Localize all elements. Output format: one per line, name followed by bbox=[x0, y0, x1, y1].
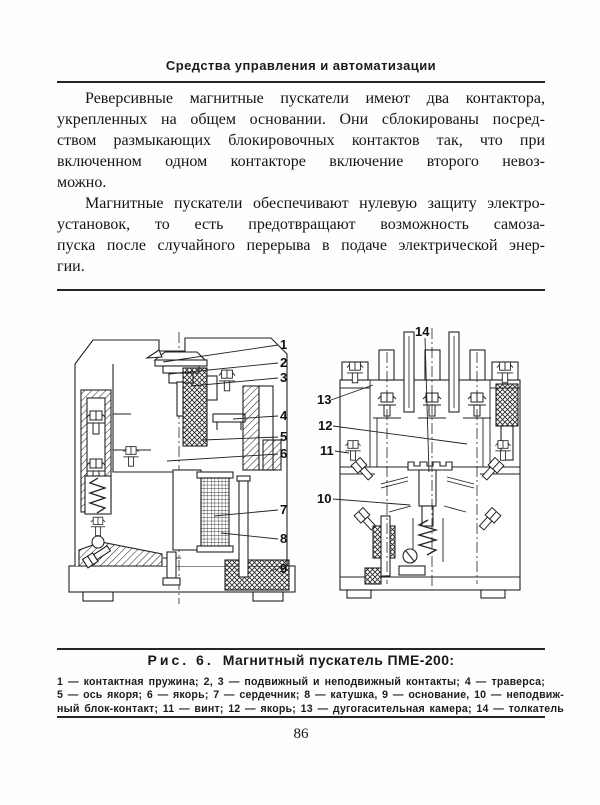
callout-label: 12 bbox=[318, 418, 332, 433]
caption-rule bbox=[57, 648, 545, 650]
callout-label: 6 bbox=[280, 446, 287, 461]
running-head: Средства управления и автоматизации bbox=[165, 58, 437, 73]
header-rule bbox=[57, 81, 545, 83]
body-text-line: укрепленных на общем основании. Они сбло… bbox=[57, 111, 545, 128]
legend-line: 1 — контактная пружина; 2, 3 — подвижный… bbox=[57, 676, 545, 688]
callout-label: 10 bbox=[317, 491, 331, 506]
figure-pme200: 1 2 3 4 5 6 7 8 9 bbox=[57, 322, 545, 614]
body-text-line: можно. bbox=[57, 174, 107, 191]
body-text: Реверсивные магнитные пускатели имеют дв… bbox=[57, 88, 545, 277]
body-text-line: ством размыкающих блокировочных контакто… bbox=[57, 132, 545, 149]
callout-label: 14 bbox=[415, 324, 430, 339]
body-text-line: пуска после случайного перерыва в подаче… bbox=[57, 237, 545, 254]
callout-label: 3 bbox=[280, 370, 287, 385]
left-callout-labels: 1 2 3 4 5 6 7 8 9 bbox=[280, 337, 288, 576]
legend-line: 5 — ось якоря; 6 — якорь; 7 — сердечник;… bbox=[57, 689, 564, 702]
figure-legend: 1 — контактная пружина; 2, 3 — подвижный… bbox=[57, 676, 564, 716]
callout-label: 2 bbox=[280, 355, 287, 370]
callout-label: 5 bbox=[280, 429, 287, 444]
page-number: 86 bbox=[293, 726, 309, 742]
left-cross-section-drawing: 1 2 3 4 5 6 7 8 9 bbox=[68, 332, 296, 604]
body-text-line: Магнитные пускатели обеспечивают нулевую… bbox=[85, 195, 545, 212]
body-text-line: Реверсивные магнитные пускатели имеют дв… bbox=[85, 90, 545, 107]
callout-label: 9 bbox=[280, 561, 287, 576]
callout-leader-lines bbox=[330, 337, 468, 506]
figure-caption-title: Магнитный пускатель ПМЕ-200: bbox=[222, 652, 455, 668]
callout-label: 7 bbox=[280, 502, 287, 517]
body-text-line: включенном одном контакторе включение вт… bbox=[57, 153, 545, 170]
callout-label: 1 bbox=[280, 337, 287, 352]
legend-line: ный блок-контакт; 11 — винт; 12 — якорь;… bbox=[57, 702, 564, 715]
body-text-line: установок, то есть предотвращают возможн… bbox=[57, 216, 545, 233]
callout-label: 13 bbox=[317, 392, 331, 407]
body-text-line: гии. bbox=[57, 258, 85, 275]
figure-caption-label: Рис. 6. bbox=[147, 652, 214, 668]
right-cross-section-drawing: 14 13 12 11 10 bbox=[317, 324, 521, 599]
figure-caption: Рис. 6. Магнитный пускатель ПМЕ-200: bbox=[57, 652, 545, 668]
callout-label: 4 bbox=[280, 408, 288, 423]
right-callout-labels: 14 13 12 11 10 bbox=[317, 324, 430, 506]
figure-top-rule bbox=[57, 289, 545, 291]
callout-label: 8 bbox=[280, 531, 287, 546]
callout-label: 11 bbox=[320, 443, 334, 458]
callout-leader-lines bbox=[162, 344, 279, 572]
footer-rule bbox=[57, 716, 545, 718]
